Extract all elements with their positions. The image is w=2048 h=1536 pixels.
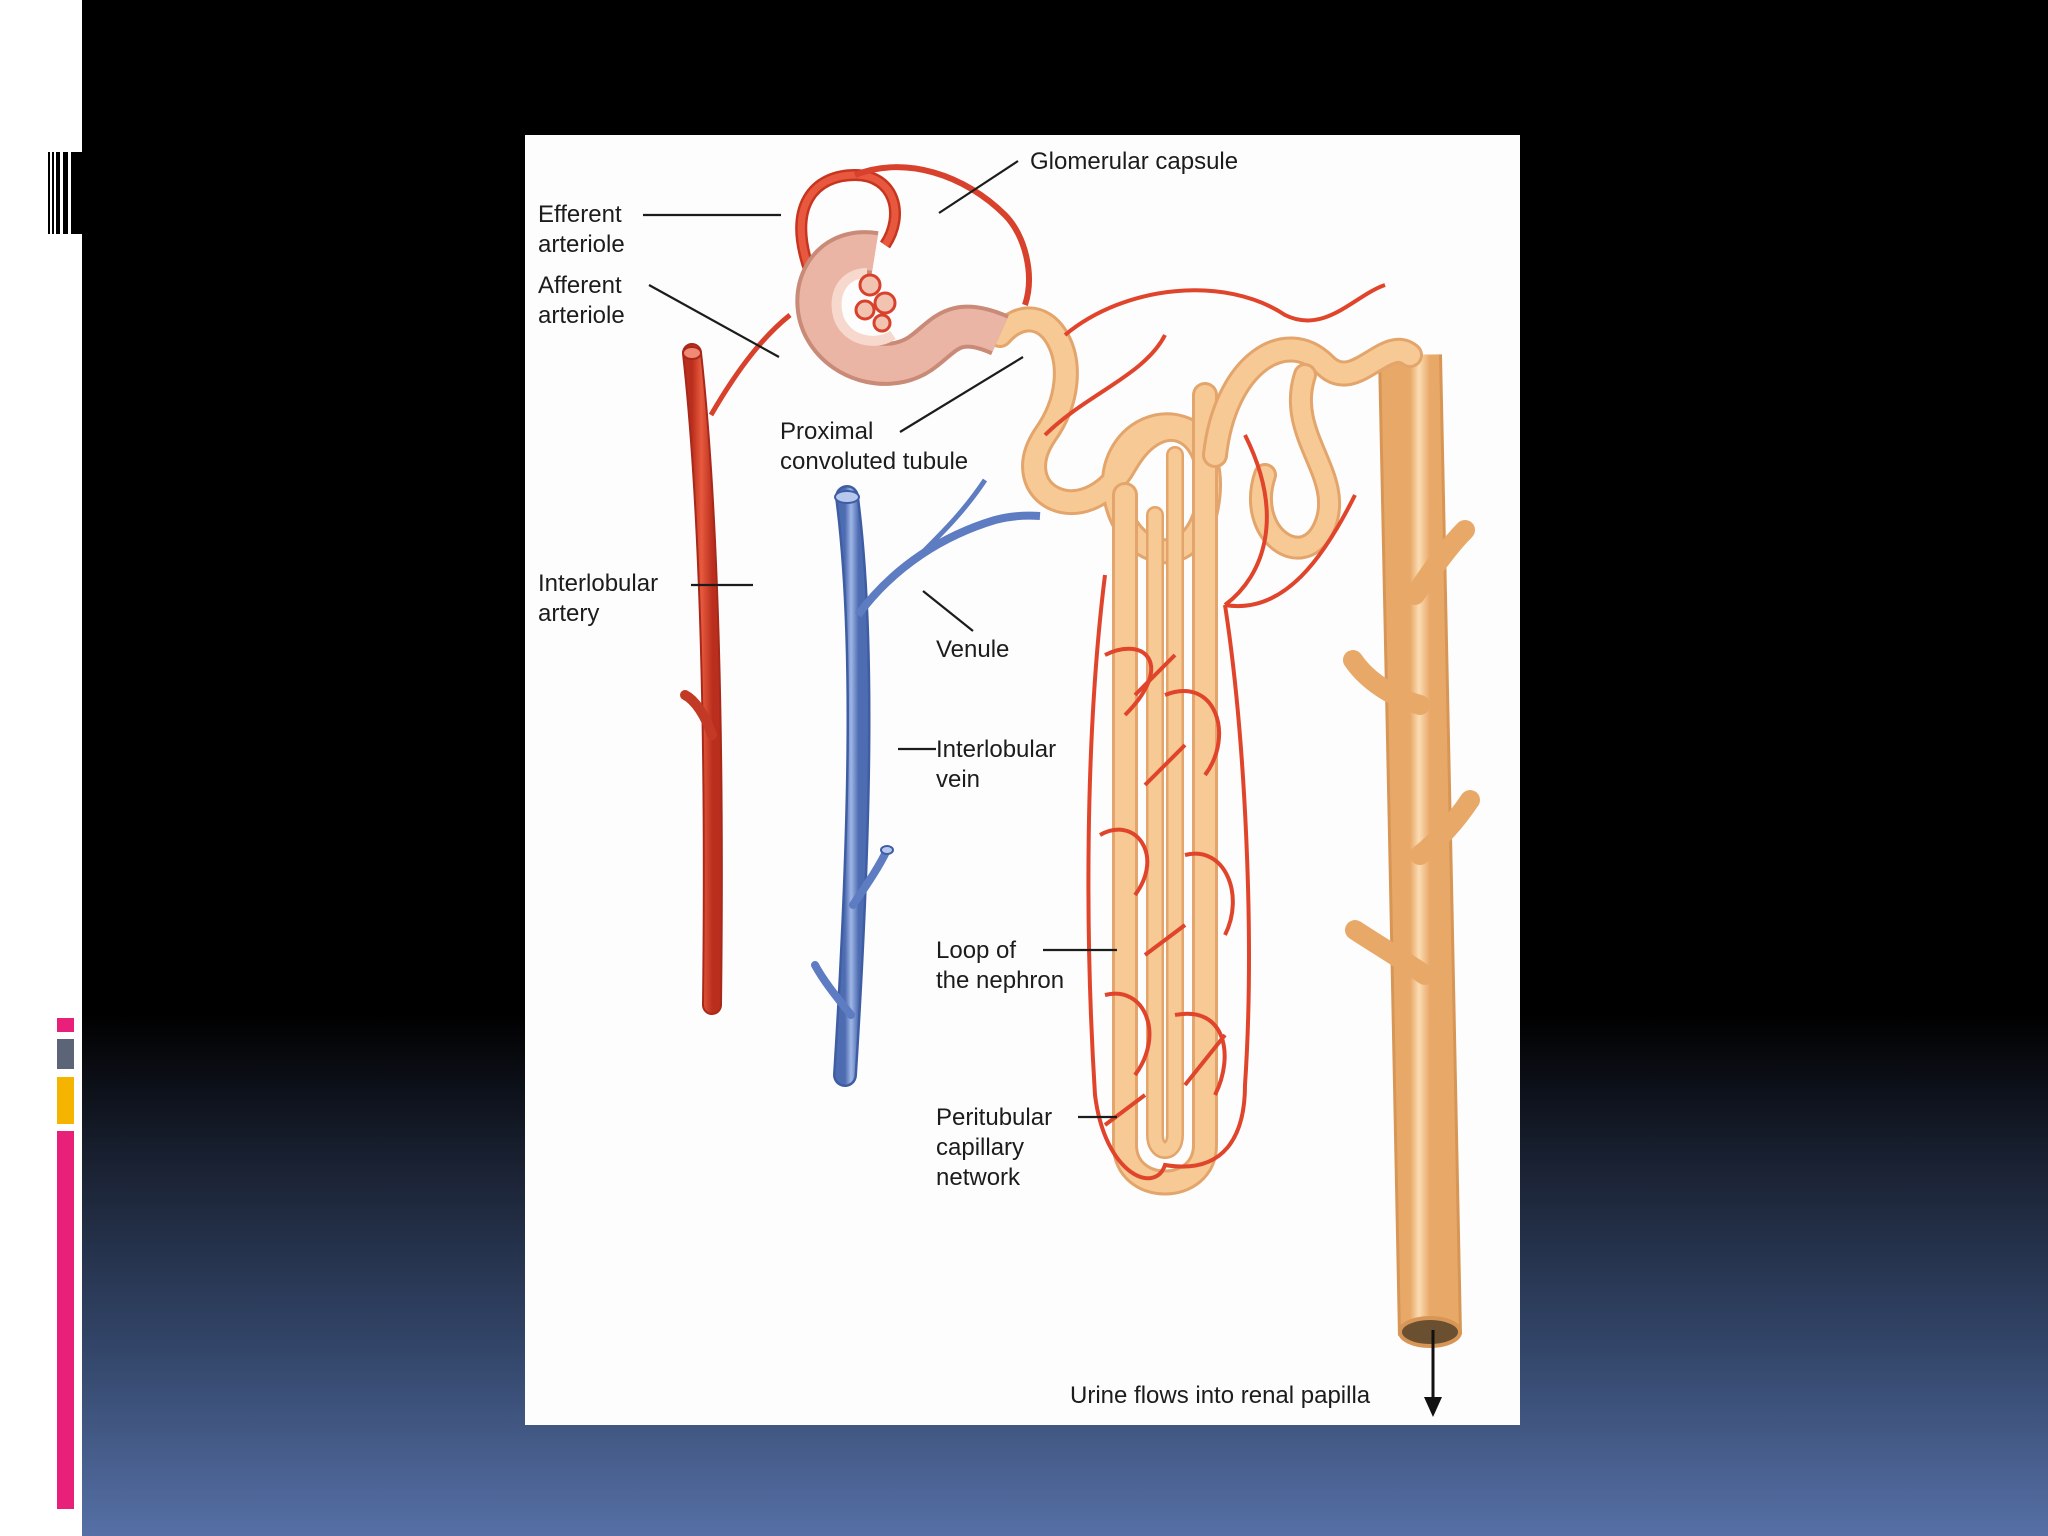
nephron-tubules xyxy=(987,306,1423,1196)
glomerulus xyxy=(854,273,897,333)
label-proximal-line2: convoluted tubule xyxy=(780,448,968,475)
accent-bar-slate xyxy=(57,1039,74,1069)
label-proximal-line1: Proximal xyxy=(780,418,873,445)
glomerular-capsule xyxy=(795,230,1009,386)
label-interlobular-artery-line2: artery xyxy=(538,600,599,627)
efferent-arteriole xyxy=(795,164,1032,306)
label-efferent-line2: arteriole xyxy=(538,231,625,258)
stripes-logo-icon xyxy=(48,152,82,234)
label-leader-lines xyxy=(643,160,1117,1119)
label-loop-line1: Loop of xyxy=(936,937,1016,964)
label-peritubular-line2: capillary xyxy=(936,1134,1024,1161)
label-urine-flow: Urine flows into renal papilla xyxy=(1070,1382,1371,1409)
label-venule: Venule xyxy=(936,636,1009,663)
label-interlobular-vein-line2: vein xyxy=(936,766,980,793)
interlobular-vein xyxy=(811,478,1041,1087)
nephron-diagram: Glomerular capsule Efferent arteriole Af… xyxy=(538,148,1480,1417)
label-efferent-line1: Efferent xyxy=(538,201,622,228)
label-loop-line2: the nephron xyxy=(936,967,1064,994)
peritubular-capillary-network xyxy=(1043,283,1386,1181)
label-afferent-line2: arteriole xyxy=(538,302,625,329)
urine-flow-arrow xyxy=(1424,1330,1442,1417)
label-peritubular-line1: Peritubular xyxy=(936,1104,1052,1131)
label-interlobular-vein-line1: Interlobular xyxy=(936,736,1056,763)
label-glomerular-capsule: Glomerular capsule xyxy=(1030,148,1238,175)
collecting-duct xyxy=(1343,354,1480,1348)
interlobular-artery xyxy=(680,313,792,1015)
label-peritubular-line3: network xyxy=(936,1164,1021,1191)
label-interlobular-artery-line1: Interlobular xyxy=(538,570,658,597)
diagram-labels: Glomerular capsule Efferent arteriole Af… xyxy=(538,148,1371,1409)
accent-bar-pink-small xyxy=(57,1018,74,1032)
accent-bar-gold xyxy=(57,1077,74,1124)
nephron-figure: Glomerular capsule Efferent arteriole Af… xyxy=(525,135,1520,1425)
label-afferent-line1: Afferent xyxy=(538,272,622,299)
accent-bar-pink-long xyxy=(57,1131,74,1509)
